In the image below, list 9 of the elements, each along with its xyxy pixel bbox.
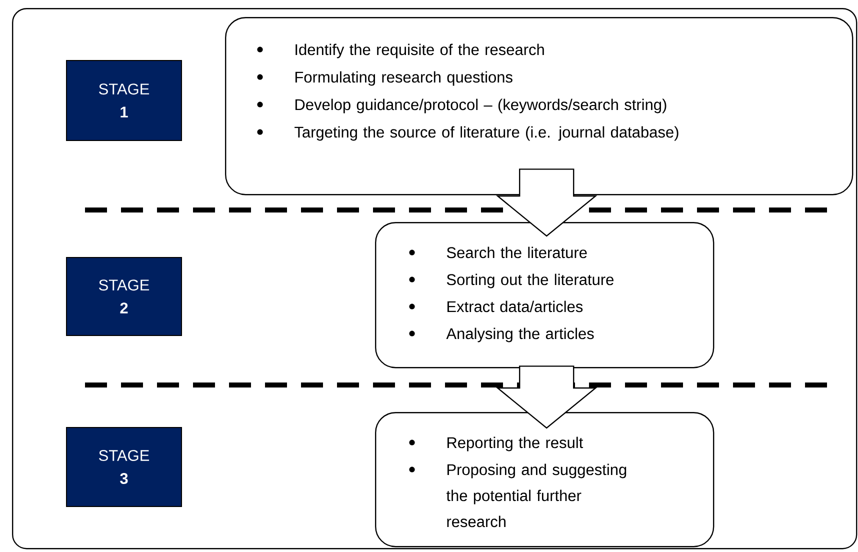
block-arrow (496, 366, 598, 429)
frame-box (12, 8, 858, 550)
bullet-list-box: Reporting the result Proposing and suggesting the potential further research (375, 412, 714, 548)
stage-box: STAGE 2 (66, 257, 182, 336)
bullet-list-box: Identify the requisite of the research Formulating research questions Develop guidance/protocol – (keywords/search string) Targeting the source of literature (i.e. journal database) (225, 17, 854, 196)
stage-box: STAGE 1 (66, 60, 182, 141)
bullet-list-box: Search the literature Sorting out the literature Extract data/articles Analysing the articles (375, 222, 714, 368)
block-arrow (496, 168, 598, 237)
stage-box: STAGE 3 (66, 427, 182, 507)
